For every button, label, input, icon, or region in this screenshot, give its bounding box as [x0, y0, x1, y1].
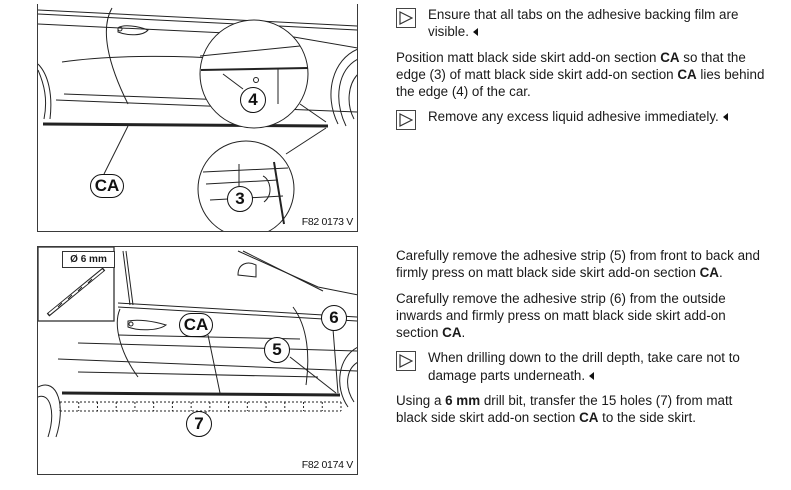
- callout-ca: CA: [179, 313, 213, 337]
- callout-5: 5: [264, 337, 290, 363]
- callout-4: 4: [240, 87, 266, 113]
- instruction-step: Using a 6 mm drill bit, transfer the 15 …: [396, 393, 733, 426]
- figure-drill-holes: Ø 6 mm CA 5 6 7 F82 0174 V: [37, 246, 358, 475]
- end-marker-icon: [472, 28, 478, 37]
- figure-side-skirt-position: CA 4 3 F82 0173 V: [37, 4, 358, 232]
- figure-code: F82 0173 V: [301, 216, 354, 228]
- note-text: When drilling down to the drill depth, t…: [428, 350, 740, 383]
- hole-markers: [59, 402, 342, 411]
- instruction-step: Position matt black side skirt add-on se…: [396, 49, 765, 100]
- instructions-section-2: Carefully remove the adhesive strip (5) …: [396, 247, 766, 427]
- note-triangle-icon: [396, 8, 416, 28]
- callout-ca: CA: [90, 174, 124, 198]
- note-triangle-icon: [396, 351, 416, 372]
- instruction-step: Carefully remove the adhesive strip (6) …: [396, 290, 726, 341]
- figure-code: F82 0174 V: [301, 459, 354, 471]
- note: Remove any excess liquid adhesive immedi…: [396, 108, 766, 131]
- note-text: Remove any excess liquid adhesive immedi…: [428, 109, 719, 125]
- end-marker-icon: [589, 371, 595, 380]
- note: When drilling down to the drill depth, t…: [396, 349, 766, 384]
- car-side-illustration: [38, 7, 357, 231]
- end-marker-icon: [722, 113, 728, 122]
- note-triangle-icon: [396, 110, 416, 131]
- callout-7: 7: [186, 411, 212, 437]
- instructions-section-1: Ensure that all tabs on the adhesive bac…: [396, 6, 766, 131]
- car-side-illustration: [38, 247, 357, 438]
- instruction-step: Carefully remove the adhesive strip (5) …: [396, 248, 760, 281]
- note-text: Ensure that all tabs on the adhesive bac…: [428, 7, 739, 40]
- drill-size-label: Ø 6 mm: [62, 251, 115, 268]
- callout-3: 3: [227, 186, 253, 212]
- note: Ensure that all tabs on the adhesive bac…: [396, 6, 766, 41]
- callout-6: 6: [321, 305, 347, 331]
